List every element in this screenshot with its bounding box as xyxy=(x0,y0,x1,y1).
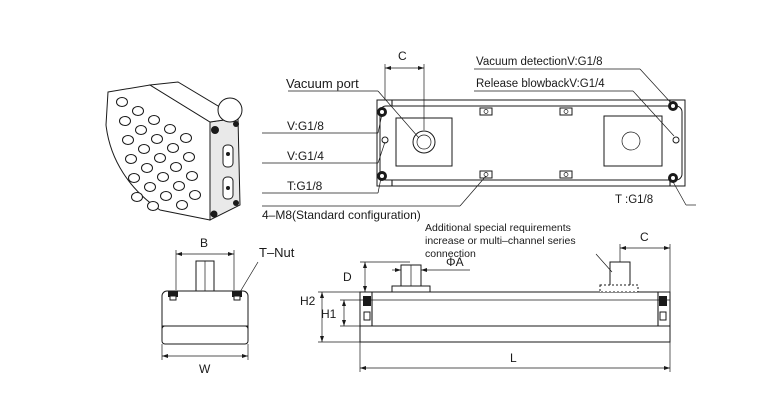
suction-hole xyxy=(180,133,192,143)
v-g18-label: V:G1/8 xyxy=(287,119,324,133)
t-g18-left-label: T:G1/8 xyxy=(287,179,323,193)
special-req-line1: Additional special requirements xyxy=(425,222,571,234)
dim-w-label: W xyxy=(199,362,211,376)
t-g18-right-label: T :G1/8 xyxy=(615,194,653,206)
suction-hole xyxy=(167,143,179,153)
dim-c-top-label: C xyxy=(398,49,407,63)
suction-hole xyxy=(141,163,153,173)
suction-holes xyxy=(116,97,201,211)
suction-hole xyxy=(189,190,201,200)
dim-b-label: B xyxy=(200,236,208,250)
dim-h1-label: H1 xyxy=(321,307,337,321)
dim-phi-a-label: ΦA xyxy=(446,255,464,269)
top-view: C xyxy=(262,49,696,207)
isometric-view xyxy=(105,81,243,221)
side-view: D ΦA H2 H1 L C xyxy=(300,230,671,372)
suction-hole xyxy=(128,173,140,183)
suction-hole xyxy=(125,154,137,164)
suction-hole xyxy=(131,192,143,202)
v-g14-label: V:G1/4 xyxy=(287,149,324,163)
suction-hole xyxy=(160,191,172,201)
suction-hole xyxy=(164,124,176,134)
suction-hole xyxy=(138,144,150,154)
special-req-line2: increase or multi–channel series xyxy=(425,235,576,247)
suction-hole xyxy=(132,106,144,116)
suction-hole xyxy=(119,116,131,126)
t-nut-label: T–Nut xyxy=(259,245,295,260)
suction-hole xyxy=(176,200,188,210)
release-blowback-label: Release blowbackV:G1/4 xyxy=(476,78,605,90)
suction-hole xyxy=(116,97,128,107)
vacuum-port-label: Vacuum port xyxy=(286,76,359,91)
suction-hole xyxy=(186,171,198,181)
suction-hole xyxy=(144,182,156,192)
suction-hole xyxy=(151,134,163,144)
suction-hole xyxy=(147,201,159,211)
vacuum-detection-label: Vacuum detectionV:G1/8 xyxy=(476,56,603,68)
suction-hole xyxy=(170,162,182,172)
suction-hole xyxy=(157,172,169,182)
suction-hole xyxy=(122,135,134,145)
suction-hole xyxy=(173,181,185,191)
suction-hole xyxy=(183,152,195,162)
end-view: B T–Nut W xyxy=(161,236,295,376)
suction-hole xyxy=(148,115,160,125)
suction-hole xyxy=(135,125,147,135)
dim-d-label: D xyxy=(343,270,352,284)
suction-hole xyxy=(154,153,166,163)
dim-c-side-label: C xyxy=(640,230,649,244)
m8-label: 4–M8(Standard configuration) xyxy=(262,208,421,222)
dim-l-label: L xyxy=(510,351,517,365)
special-req-line3: connection xyxy=(425,248,476,260)
dim-h2-label: H2 xyxy=(300,294,316,308)
